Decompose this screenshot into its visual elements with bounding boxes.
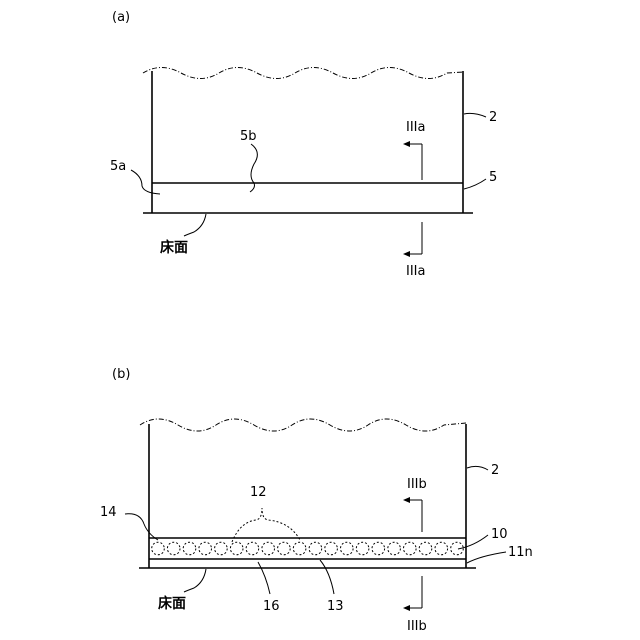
ref-2-b: 2 [491,463,499,478]
leader-13 [320,560,334,594]
leader-2-b [467,466,488,470]
figure-b: (b) 12 IIIb IIIb 2 10 [100,367,533,634]
circle-element [356,542,369,555]
circle-element [230,542,243,555]
panel-label-a: (a) [112,10,130,25]
section-label-top-b: IIIb [407,477,427,492]
ref-12: 12 [250,485,267,500]
circle-element [404,542,417,555]
leader-16 [258,562,270,594]
ref-11n: 11n [508,545,533,560]
ref-5b: 5b [240,129,257,144]
circle-element [419,542,432,555]
section-label-top-a: IIIa [406,120,425,135]
circle-element [183,542,196,555]
circle-element [293,542,306,555]
circle-element [435,542,448,555]
circle-element [199,542,212,555]
circle-element [325,542,338,555]
leader-11n [467,552,506,563]
leader-5-a [464,179,486,189]
leader-2-a [464,113,486,117]
circle-element [215,542,228,555]
circle-element [341,542,354,555]
section-arrow-top-b [403,497,422,532]
ref-2-a: 2 [489,110,497,125]
ref-10: 10 [491,527,508,542]
floor-label-b: 床面 [158,595,186,612]
circle-row [152,542,464,555]
ref-13: 13 [327,599,344,614]
break-line-a [143,68,463,79]
ref-5-a: 5 [489,170,497,185]
break-line-b [140,419,466,431]
section-arrow-top-a [403,141,422,180]
ref-14: 14 [100,505,117,520]
leader-floor-a [184,214,206,236]
circle-element [246,542,259,555]
leader-5b [250,144,257,192]
leader-floor-b [184,569,206,592]
panel-label-b: (b) [112,367,130,382]
section-arrow-bottom-b [403,576,422,611]
section-arrow-bottom-a [403,222,422,257]
ref-16: 16 [263,599,280,614]
circle-element [278,542,291,555]
ref-5a: 5a [110,159,126,174]
leader-10 [458,535,488,549]
floor-label-a: 床面 [160,239,188,256]
leader-14 [125,514,158,540]
circle-element [309,542,322,555]
circle-element [372,542,385,555]
section-label-bottom-b: IIIb [407,619,427,634]
circle-element [167,542,180,555]
leader-5a [131,170,160,194]
circle-element [388,542,401,555]
circle-element [152,542,165,555]
figure-a: (a) IIIa IIIa 2 5 5a 5b 床面 [110,10,497,279]
circle-element [262,542,275,555]
section-label-bottom-a: IIIa [406,264,425,279]
bracket-12 [232,508,300,542]
